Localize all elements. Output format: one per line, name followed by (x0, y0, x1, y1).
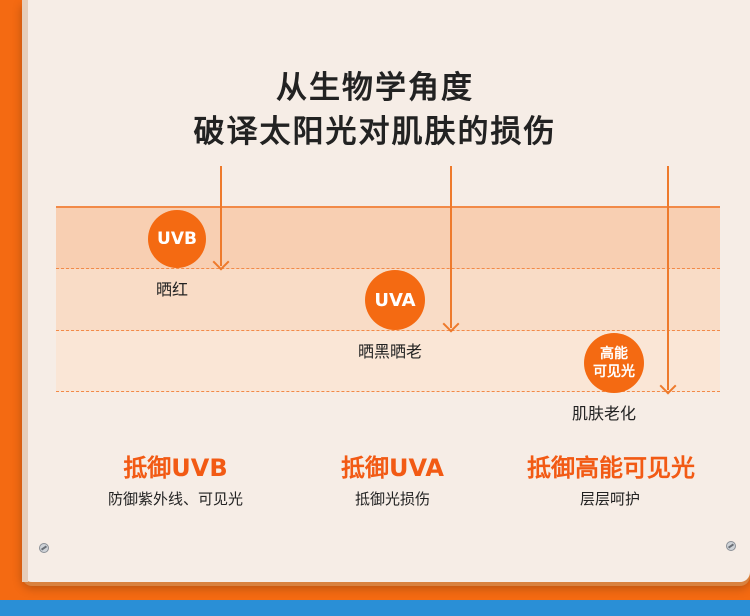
page-title-line2: 破译太阳光对肌肤的损伤 (193, 114, 557, 150)
uvb-arrow (220, 166, 222, 266)
uva-badge: UVA (365, 270, 425, 330)
layer-divider-2 (56, 330, 720, 331)
uvb-badge: UVB (148, 210, 206, 268)
hev-arrow (667, 166, 669, 390)
hev-badge-label-line2: 可见光 (593, 364, 635, 380)
hev-badge-label-line1: 高能 (600, 346, 628, 362)
hev-badge: 高能 可见光 (584, 333, 644, 393)
uva-arrow (450, 166, 452, 328)
layer-divider-3 (56, 391, 720, 392)
layer-divider-1 (56, 268, 720, 269)
column-title-uvb: 抵御UVB (123, 454, 228, 482)
column-subtitle-uva: 抵御光损伤 (354, 490, 430, 508)
column-subtitle-uvb: 防御紫外线、可见光 (107, 490, 243, 508)
page-title-line1: 从生物学角度 (276, 70, 474, 106)
hev-effect: 肌肤老化 (572, 404, 637, 423)
board-edge (22, 0, 28, 582)
column-subtitle-hev: 层层呵护 (579, 490, 640, 508)
uvb-effect: 晒红 (156, 280, 189, 299)
uvb-badge-label: UVB (157, 229, 197, 249)
screw-icon (726, 541, 736, 551)
column-title-hev: 抵御高能可见光 (527, 454, 695, 482)
uva-effect: 晒黑晒老 (358, 342, 423, 361)
bottom-blue-strip (0, 600, 750, 616)
column-title-uva: 抵御UVA (340, 454, 444, 482)
uva-badge-label: UVA (374, 289, 416, 311)
screw-icon (39, 543, 49, 553)
